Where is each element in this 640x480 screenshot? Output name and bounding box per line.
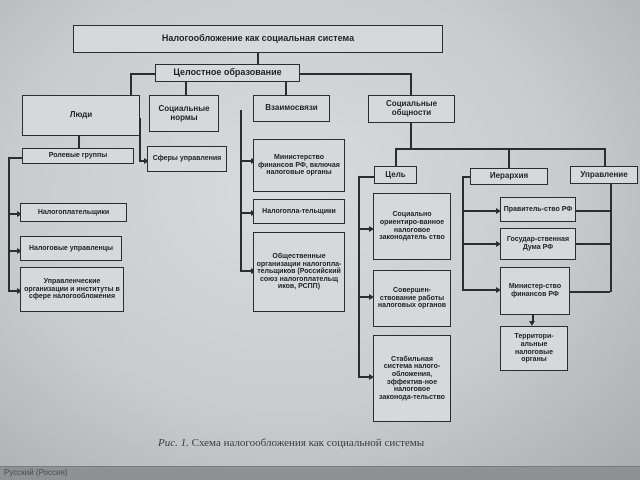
connector xyxy=(358,176,360,376)
figure-caption: Рис. 1. Схема налогообложения как социал… xyxy=(158,437,424,449)
node-goal-legislation: Социально ориентиро-ванное налоговое зак… xyxy=(373,193,451,260)
connector xyxy=(8,213,20,215)
arrow-right-icon xyxy=(496,208,501,214)
connector xyxy=(532,315,534,323)
node-spheres: Сферы управления xyxy=(147,146,227,172)
node-hier-ministry: Министер-ство финансов РФ xyxy=(500,267,570,315)
connector xyxy=(130,73,132,95)
connector xyxy=(240,270,253,272)
connector xyxy=(8,290,20,292)
diagram-title: Налогообложение как социальная система xyxy=(73,25,443,53)
connector xyxy=(462,289,498,291)
node-ministry-finance: Министерство финансов РФ, включая налого… xyxy=(253,139,345,192)
node-hierarchy: Иерархия xyxy=(470,168,548,185)
connector xyxy=(358,376,371,378)
connector xyxy=(8,157,10,292)
node-government: Правитель-ство РФ xyxy=(500,197,576,222)
node-social-norms: Социальные нормы xyxy=(149,95,219,132)
connector xyxy=(240,160,253,162)
node-state-duma: Государ-ственная Дума РФ xyxy=(500,228,576,260)
arrow-down-icon xyxy=(529,321,535,326)
connector xyxy=(130,73,155,75)
node-goal-improvement: Совершен-ствование работы налоговых орга… xyxy=(373,270,451,327)
connector xyxy=(395,148,397,166)
connector xyxy=(185,82,187,95)
connector xyxy=(576,210,610,212)
node-territorial-tax: Территори-альные налоговые органы xyxy=(500,326,568,371)
taskbar: Русский (Россия) xyxy=(0,466,640,480)
connector xyxy=(240,212,253,214)
connector xyxy=(462,176,470,178)
connector xyxy=(410,123,412,148)
caption-prefix: Рис. 1. xyxy=(158,437,189,449)
connector xyxy=(139,160,147,162)
arrow-right-icon xyxy=(369,294,374,300)
connector xyxy=(570,291,610,293)
connector xyxy=(610,184,612,292)
connector xyxy=(395,148,605,150)
connector xyxy=(358,296,371,298)
node-goal: Цель xyxy=(374,166,417,184)
node-management-orgs: Управленческие организации и институты в… xyxy=(20,267,124,312)
arrow-right-icon xyxy=(17,248,22,254)
node-public-orgs: Общественные организации налогопла-тельщ… xyxy=(253,232,345,312)
connector xyxy=(358,228,371,230)
arrow-right-icon xyxy=(144,158,149,164)
connector xyxy=(8,157,22,159)
connector xyxy=(257,53,259,67)
arrow-right-icon xyxy=(17,288,22,294)
node-relations-taxpayers: Налогопла-тельщики xyxy=(253,199,345,224)
language-indicator[interactable]: Русский (Россия) xyxy=(4,468,68,477)
node-relations: Взаимосвязи xyxy=(253,95,330,122)
connector xyxy=(240,110,242,272)
connector xyxy=(285,82,287,95)
connector xyxy=(462,243,498,245)
node-taxpayers: Налогоплательщики xyxy=(20,203,127,222)
node-integral-whole: Целостное образование xyxy=(155,64,300,82)
node-management: Управление xyxy=(570,166,638,184)
connector xyxy=(462,210,498,212)
arrow-right-icon xyxy=(17,211,22,217)
node-people: Люди xyxy=(22,95,140,136)
connector xyxy=(300,73,410,75)
arrow-right-icon xyxy=(496,241,501,247)
connector xyxy=(78,136,80,148)
connector xyxy=(139,118,141,160)
arrow-right-icon xyxy=(496,287,501,293)
connector xyxy=(410,73,412,95)
caption-text: Схема налогообложения как социальной сис… xyxy=(191,437,425,449)
connector xyxy=(462,176,464,290)
node-role-groups: Ролевые группы xyxy=(22,148,134,164)
arrow-right-icon xyxy=(369,226,374,232)
arrow-right-icon xyxy=(369,374,374,380)
node-goal-stable-system: Стабильная система налого-обложения, эфф… xyxy=(373,335,451,422)
connector xyxy=(358,176,374,178)
connector xyxy=(604,148,606,166)
connector xyxy=(508,148,510,168)
connector xyxy=(8,250,20,252)
node-tax-managers: Налоговые управленцы xyxy=(20,236,122,261)
connector xyxy=(576,243,610,245)
node-social-communities: Социальные общности xyxy=(368,95,455,123)
